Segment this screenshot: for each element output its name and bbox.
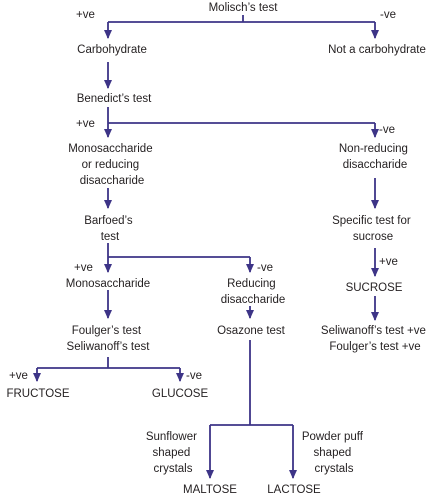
line: Foulger’s test +ve bbox=[329, 341, 420, 353]
node-sunflower-crystals: Sunflower shaped crystals bbox=[146, 431, 200, 475]
line: crystals bbox=[154, 463, 193, 475]
connectors bbox=[33, 15, 379, 479]
line: shaped bbox=[153, 447, 191, 459]
node-mono-or-reducing: Monosaccharide or reducing disaccharide bbox=[68, 143, 156, 187]
node-not-carbohydrate: Not a carbohydrate bbox=[328, 44, 426, 56]
edge-label-molisch-negative: -ve bbox=[380, 9, 396, 21]
line: Seliwanoff’s test +ve bbox=[321, 325, 426, 337]
line: Barfoed’s bbox=[84, 215, 133, 227]
edge-labels: +ve -ve +ve -ve +ve -ve +ve +ve -ve bbox=[9, 9, 398, 382]
node-fructose: FRUCTOSE bbox=[6, 388, 69, 400]
edge-label-barfoed-negative: -ve bbox=[257, 262, 273, 274]
line: test bbox=[101, 231, 120, 243]
line: or reducing bbox=[82, 159, 140, 171]
node-barfoed-test: Barfoed’s test bbox=[84, 215, 136, 243]
node-carbohydrate: Carbohydrate bbox=[77, 44, 147, 56]
line: Sunflower bbox=[146, 431, 197, 443]
node-molisch-test: Molisch’s test bbox=[209, 2, 279, 14]
node-specific-test-sucrose: Specific test for sucrose bbox=[332, 215, 414, 243]
edge-label-benedict-negative: -ve bbox=[379, 124, 395, 136]
edge-label-benedict-positive: +ve bbox=[76, 118, 95, 130]
node-foulger-seliwanoff: Foulger’s test Seliwanoff’s test bbox=[67, 325, 151, 353]
node-lactose: LACTOSE bbox=[267, 484, 321, 496]
edge-label-fs-positive: +ve bbox=[9, 370, 28, 382]
node-benedict-test: Benedict’s test bbox=[77, 93, 152, 105]
node-non-reducing: Non-reducing disaccharide bbox=[339, 143, 411, 171]
line: Foulger’s test bbox=[72, 325, 142, 337]
line: disaccharide bbox=[343, 159, 408, 171]
node-glucose: GLUCOSE bbox=[152, 388, 209, 400]
line: Non-reducing bbox=[339, 143, 408, 155]
edge-label-sucrose-positive: +ve bbox=[379, 256, 398, 268]
edge-label-molisch-positive: +ve bbox=[76, 9, 95, 21]
line: sucrose bbox=[353, 231, 393, 243]
line: disaccharide bbox=[80, 175, 145, 187]
nodes: Molisch’s test Carbohydrate Not a carboh… bbox=[6, 2, 429, 496]
line: Powder puff bbox=[302, 431, 364, 443]
node-reducing-disaccharide: Reducing disaccharide bbox=[221, 278, 286, 306]
line: disaccharide bbox=[221, 294, 286, 306]
node-powder-puff-crystals: Powder puff shaped crystals bbox=[302, 431, 366, 475]
node-monosaccharide: Monosaccharide bbox=[66, 278, 150, 290]
node-osazone-test: Osazone test bbox=[217, 325, 286, 337]
node-maltose: MALTOSE bbox=[183, 484, 237, 496]
line: Seliwanoff’s test bbox=[67, 341, 151, 353]
node-sucrose: SUCROSE bbox=[346, 282, 403, 294]
line: Specific test for bbox=[332, 215, 411, 227]
node-sucrose-results: Seliwanoff’s test +ve Foulger’s test +ve bbox=[321, 325, 429, 353]
line: crystals bbox=[315, 463, 354, 475]
line: Monosaccharide bbox=[68, 143, 152, 155]
line: shaped bbox=[314, 447, 352, 459]
line: Reducing bbox=[227, 278, 276, 290]
edge-label-barfoed-positive: +ve bbox=[74, 262, 93, 274]
edge-label-fs-negative: -ve bbox=[186, 370, 202, 382]
